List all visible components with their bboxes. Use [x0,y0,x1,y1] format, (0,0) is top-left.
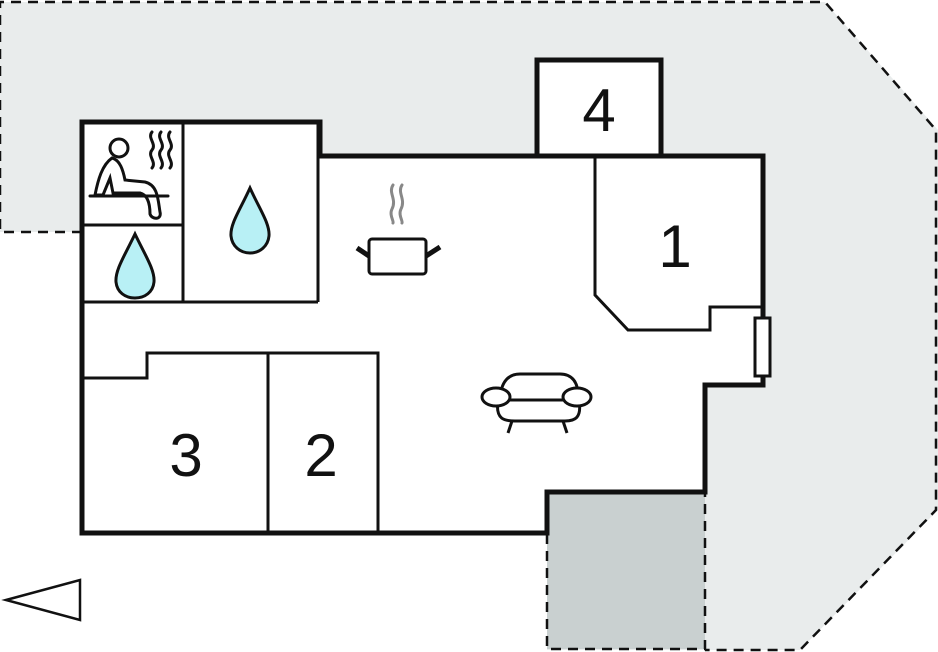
room-label-1: 1 [658,213,691,280]
north-arrow-icon [1,578,82,622]
bath-drop-icon [229,184,271,255]
covered-area [545,490,707,651]
room-label-4: 4 [582,77,615,144]
interior-walls [82,122,763,533]
exterior-walls [79,57,766,536]
shower-drop-icon [114,230,156,300]
sauna-icon [88,130,173,220]
building-interior [82,60,763,533]
armchair-icon [480,372,593,434]
window [753,316,772,378]
room-label-3: 3 [169,422,202,489]
kitchen-pot-icon [355,183,442,276]
room-label-2: 2 [304,422,337,489]
